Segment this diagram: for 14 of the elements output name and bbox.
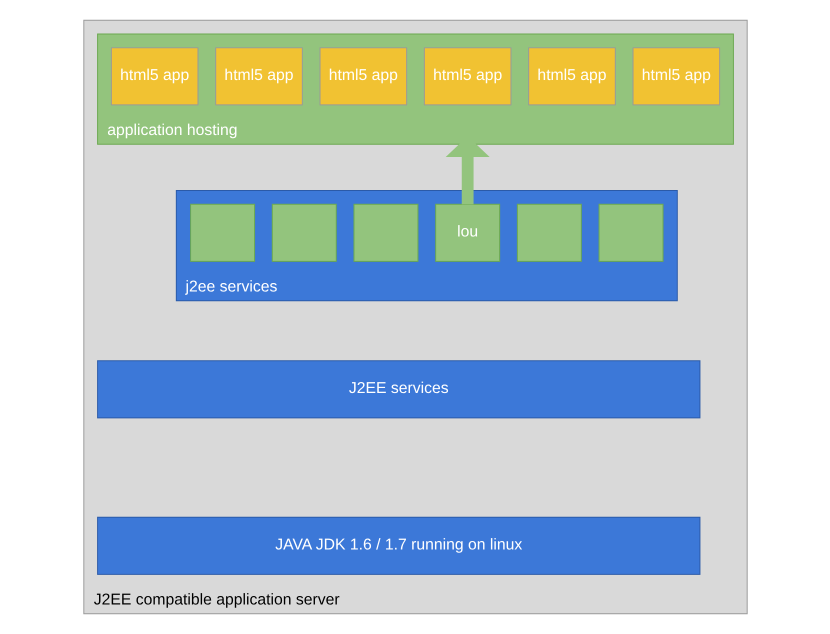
node-box [353, 204, 418, 262]
node-box: html5 app [319, 47, 407, 106]
node-box: html5 app [423, 47, 511, 106]
node-box [271, 204, 336, 262]
node-box [190, 204, 255, 262]
node-box [516, 204, 582, 262]
node-box: html5 app [214, 47, 302, 106]
node-box: JAVA JDK 1.6 / 1.7 running on linux [96, 516, 700, 575]
node-box: lou [434, 204, 500, 262]
node-box [598, 204, 664, 262]
node-box: html5 app [632, 47, 720, 106]
node-box: html5 app [110, 47, 198, 106]
node-box: html5 app [528, 47, 616, 106]
node-box: J2EE services [96, 360, 700, 418]
